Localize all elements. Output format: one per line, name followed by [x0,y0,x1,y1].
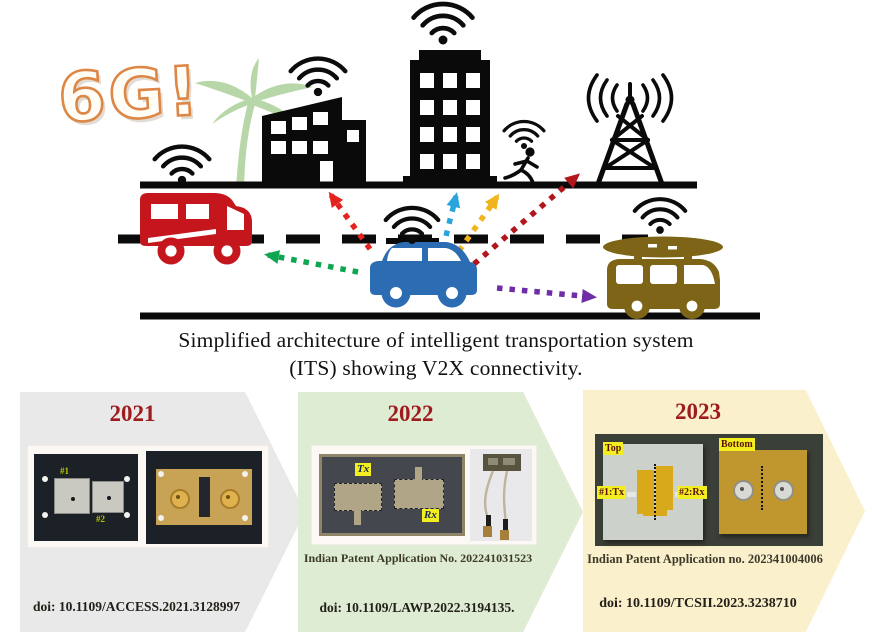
patent-2023: Indian Patent Application no. 2023410040… [587,552,823,566]
bottom-label-2023: Bottom [719,438,755,451]
rx-label-2022: Rx [422,509,439,522]
tx-label-2022: Tx [355,463,372,476]
pcb-back-2021 [146,451,262,544]
caption-line-2: (ITS) showing V2X connectivity. [289,355,583,380]
antenna-1-label: #1 [60,466,69,476]
year-2021: 2021 [109,401,156,426]
tx-rx-board-2022: Tx Rx [319,454,465,536]
antenna-photo-2023: Top #1:Tx #2:Rx Bottom [595,434,823,546]
timeline-panel-2021: 2021 #1 #2 doi: 10.1109/ACCESS. [20,392,305,632]
its-scene: 6G! 6G! [55,0,760,320]
cell-tower-icon [586,73,674,187]
doi-2021: doi: 10.1109/ACCESS.2021.3128997 [33,599,241,614]
antenna-photo-2021: #1 #2 [28,446,268,547]
year-2022: 2022 [387,401,434,426]
tx-label-2023: #1:Tx [597,486,626,499]
car-icon [370,238,477,308]
patent-2022: Indian Patent Application No. 2022410315… [303,551,533,565]
rx-label-2023: #2:Rx [677,486,707,499]
doi-2022: doi: 10.1109/LAWP.2022.3194135. [319,600,515,615]
caption-line-1: Simplified architecture of intelligent t… [178,328,694,352]
doi-2023: doi: 10.1109/TCSII.2023.3238710 [599,596,797,611]
scene-caption: Simplified architecture of intelligent t… [0,327,872,382]
svg-text:6G!: 6G! [59,56,206,142]
timeline-panel-2023: 2023 Top #1:Tx #2:Rx Bottom Indian Paten… [583,390,865,632]
low-building-icon [262,97,366,184]
6g-logo: 6G! 6G! [55,51,207,143]
antenna-2-label: #2 [96,514,105,524]
svg-text:6G!: 6G! [56,52,203,138]
cable-assembly-2022 [470,449,532,541]
tall-building-icon [403,50,497,185]
rv-camper-icon [140,193,252,265]
v2x-dotted-arrows [264,173,597,303]
top-label-2023: Top [603,442,624,455]
bottom-plate-2023 [719,450,807,534]
year-2023: 2023 [675,399,721,424]
timeline-panel-2022: 2022 Tx Rx [298,392,583,632]
pcb-front-2021: #1 #2 [34,454,138,541]
surf-van-icon [603,236,723,319]
running-person-icon [503,147,539,185]
antenna-photo-2022: Tx Rx [312,446,536,544]
